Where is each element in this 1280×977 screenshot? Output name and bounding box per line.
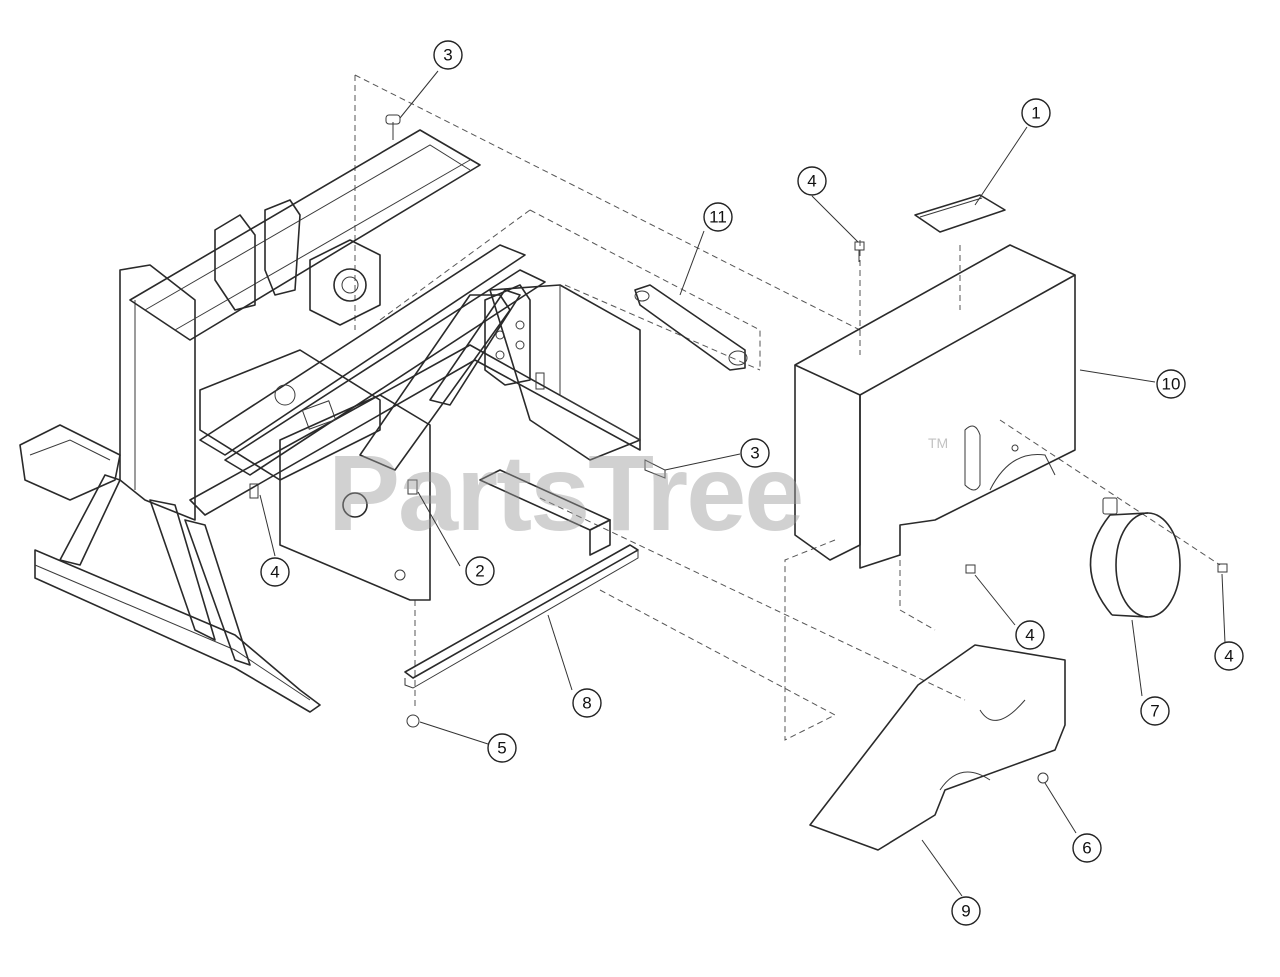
callout-label: 5	[497, 739, 506, 758]
callout-5: 5	[487, 733, 517, 763]
callout-circle	[703, 202, 733, 232]
callout-label: 11	[709, 208, 727, 227]
callout-2: 2	[465, 556, 495, 586]
part-8-flat-bar	[404, 544, 639, 689]
callout-circle	[572, 688, 602, 718]
callout-circle	[1214, 641, 1244, 671]
callout-label: 4	[1025, 626, 1034, 645]
callout-circle	[951, 896, 981, 926]
callout-label: 6	[1082, 839, 1091, 858]
callout-label: 2	[475, 562, 484, 581]
watermark-trademark: TM	[928, 435, 948, 451]
callout-8: 8	[572, 688, 602, 718]
callout-3-mid: 3	[740, 438, 770, 468]
callout-11: 11	[703, 202, 733, 232]
leader-lines	[259, 70, 1226, 897]
callout-circle	[433, 40, 463, 70]
callout-label: 4	[807, 172, 816, 191]
part-7-duct	[1089, 497, 1181, 618]
callout-label: 9	[961, 902, 970, 921]
part-9-shield	[809, 644, 1066, 851]
callout-circle	[740, 438, 770, 468]
callout-4-top: 4	[797, 166, 827, 196]
callout-3-top: 3	[433, 40, 463, 70]
callout-circle	[1156, 369, 1186, 399]
fasteners	[249, 241, 1228, 784]
callout-circle	[260, 557, 290, 587]
part-1-decal	[914, 194, 1006, 233]
callout-6: 6	[1072, 833, 1102, 863]
callout-circle	[1140, 696, 1170, 726]
main-frame	[19, 114, 641, 713]
part-10-cover	[794, 244, 1076, 569]
callout-label: 8	[582, 694, 591, 713]
callout-1: 1	[1021, 98, 1051, 128]
callout-10: 10	[1156, 369, 1186, 399]
watermark-text: PartsTree	[328, 432, 802, 553]
callout-4-center: 4	[1015, 620, 1045, 650]
callout-7: 7	[1140, 696, 1170, 726]
callout-circle	[797, 166, 827, 196]
callout-circle	[487, 733, 517, 763]
callout-label: 1	[1031, 104, 1040, 123]
callout-circle	[465, 556, 495, 586]
callout-9: 9	[951, 896, 981, 926]
callout-label: 10	[1162, 375, 1181, 394]
assembly-dashed-lines	[354, 74, 1221, 741]
callout-4-right: 4	[1214, 641, 1244, 671]
callout-label: 3	[750, 444, 759, 463]
callout-label: 4	[1224, 647, 1233, 666]
part-11-link-rod	[634, 284, 748, 371]
callout-label: 3	[443, 46, 452, 65]
callout-circle	[1015, 620, 1045, 650]
callout-circle	[1021, 98, 1051, 128]
callout-4-left: 4	[260, 557, 290, 587]
callout-label: 7	[1150, 702, 1159, 721]
callout-circle	[1072, 833, 1102, 863]
callout-label: 4	[270, 563, 279, 582]
